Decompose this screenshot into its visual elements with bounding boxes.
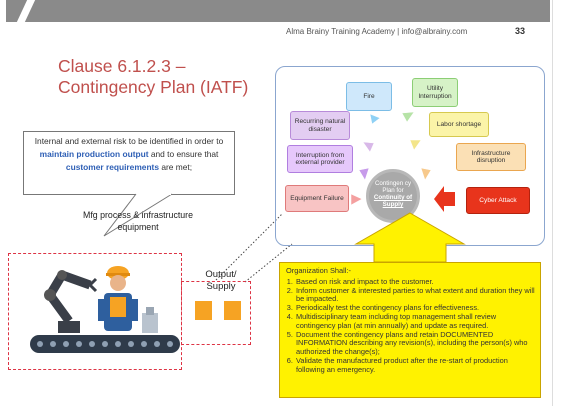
org-item-1: Based on risk and impact to the customer… [295,277,536,287]
output-supply-box [181,281,251,345]
org-list: Based on risk and impact to the customer… [286,277,536,375]
title-line-2: Contingency Plan (IATF) [58,77,249,97]
header-bar [6,0,550,22]
org-item-3: Periodically test the contingency plans … [295,303,536,313]
mfg-process-label: Mfg process & infrastructure equipment [83,210,193,232]
org-item-4: Multidisciplinary team including top man… [295,312,536,331]
org-item-5: Document the contingency plans and retai… [295,330,536,357]
node-external-provider: Interruption from external provider [287,145,353,173]
node-equipment-failure: Equipment Failure [285,185,349,212]
callout-text-3: are met; [159,162,193,172]
node-cyber-attack: Cyber Attack [466,187,530,214]
organization-shall-box: Organization Shall:- Based on risk and i… [279,262,541,398]
center-label-line-2: Continuity of Supply [373,194,413,208]
org-item-2: Inform customer & interested parties to … [295,286,536,305]
title-line-1: Clause 6.1.2.3 – [58,56,186,76]
center-label-line-1: Contingen cy Plan for [374,180,412,194]
org-heading: Organization Shall:- [286,266,351,275]
node-utility-interruption: Utility Interruption [412,78,458,107]
slide-edge [552,0,553,406]
callout-text-2: and to ensure that [148,149,219,159]
header-text: Alma Brainy Training Academy | info@albr… [286,27,468,36]
page-number: 33 [515,26,526,36]
factory-worker-illustration [30,266,180,353]
slide-title: Clause 6.1.2.3 – Contingency Plan (IATF) [58,56,268,98]
center-continuity-label: Contingen cy Plan for Continuity of Supp… [371,180,415,208]
callout-highlight-2: customer requirements [65,162,160,172]
output-supply-label: Output/ Supply [205,269,237,292]
risk-callout: Internal and external risk to be identif… [23,131,235,195]
node-infrastructure-disruption: Infrastructure disruption [456,143,526,171]
callout-text-1: Internal and external risk to be identif… [34,136,224,146]
node-fire: Fire [346,82,392,111]
node-labor-shortage: Labor shortage [429,112,489,137]
callout-highlight-1: maintain production output [39,149,149,159]
output-square-2 [224,301,241,320]
output-square-1 [195,301,212,320]
node-natural-disaster: Recurring natural disaster [290,111,350,140]
org-item-6: Validate the manufactured product after … [295,356,536,375]
